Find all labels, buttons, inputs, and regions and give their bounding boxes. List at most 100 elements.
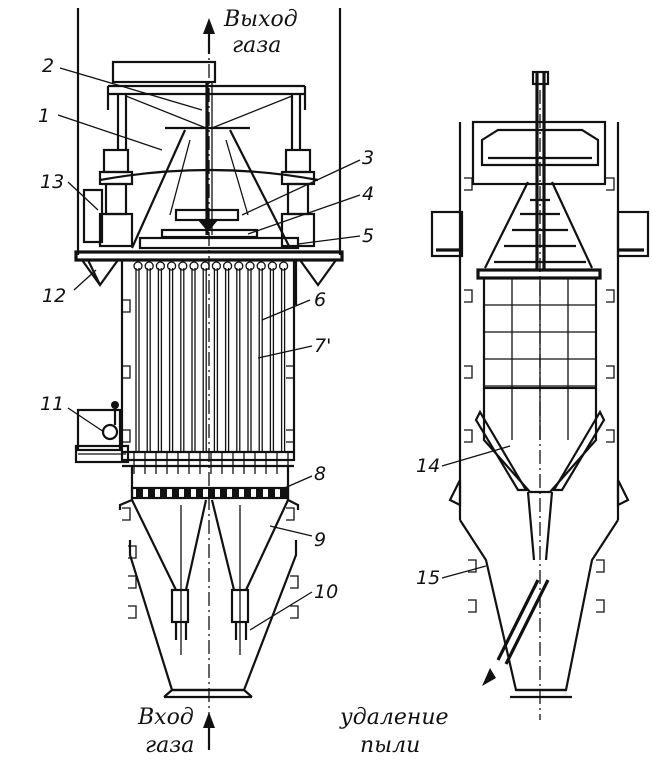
bag-cap [144,261,154,271]
leader-3 [241,159,361,216]
wall-bracket [290,605,299,619]
leader-14 [441,445,511,467]
wall-bracket [464,289,473,303]
leader-11 [67,407,105,433]
bag-cap [256,261,266,271]
cone-right-edge [229,129,291,249]
label-15: 15 [416,567,440,589]
dust-removal-arrow [482,668,496,686]
label-5: 5 [362,225,374,247]
right-top-box [471,120,607,186]
band-block [256,489,263,497]
filter-bags-6 [135,268,286,452]
band-block [220,489,227,497]
leader-8 [279,475,313,491]
bag-caps [133,261,289,271]
baffle-14-right [552,409,606,492]
wall-bracket [606,365,615,379]
caption-gas-outlet-2: газа [232,33,281,58]
band-block [172,489,179,497]
wall-bracket [464,365,473,379]
label-1: 1 [38,105,50,127]
hopper-rim-right [287,499,300,510]
band-block [244,489,251,497]
right-inner-tube [526,491,554,561]
shaker-wedge [198,220,218,232]
leader-4 [247,194,361,235]
leader-15 [441,565,487,579]
leader-13 [67,181,99,211]
label-11: 11 [40,393,64,415]
inlet-flange-l [163,689,173,698]
leader-1 [57,114,163,151]
tray-11 [74,444,130,464]
label-13: 13 [40,171,64,193]
leader-12 [73,269,97,291]
right-top-hood [480,128,600,167]
bag-cap [267,261,278,271]
label-3: 3 [362,147,374,169]
right-mast-cap [531,70,550,86]
wall-bracket [286,365,295,379]
band-block [196,489,203,497]
wall-bracket [596,599,605,613]
bag-cap [178,261,188,271]
leader-10 [249,591,313,631]
leader-7 [257,345,313,359]
discharge-pipe-right [230,588,250,624]
band-block [280,489,287,497]
wall-brackets-right-view [464,177,615,613]
right-cone-outer [484,181,593,269]
wall-bracket [606,429,615,443]
left-bracket-12 [79,258,121,287]
bag-cap [245,261,255,271]
leader-5 [297,235,361,245]
top-drive-box [111,60,217,84]
brace-left [125,95,207,129]
right-bracket [297,258,339,287]
wall-bracket [286,507,295,521]
wall-bracket [122,365,131,379]
left-valve-top [102,148,130,174]
bag-cap [211,261,222,271]
brace-right [211,95,293,129]
right-side-flange-left [430,210,464,258]
label-7: 7' [314,335,331,357]
label-8: 8 [314,463,326,485]
leader-2 [59,67,203,111]
band-block [184,489,191,497]
wall-bracket [606,289,615,303]
bag-cap [222,261,233,271]
label-12: 12 [42,285,66,307]
wall-bracket [290,575,299,589]
small-flange-r [616,479,630,507]
band-block [148,489,155,497]
wall-bracket [464,429,473,443]
bag-cap [278,261,289,271]
right-lower-cone [459,519,619,692]
baffle-14-left [474,409,528,492]
caption-gas-inlet-1: Вход [137,705,194,730]
discharge-pipe-left [170,588,190,624]
caption-gas-inlet-2: газа [145,733,194,758]
wall-bracket [122,299,131,313]
right-side-flange-right [616,210,650,258]
wall-bracket [596,559,605,573]
band-block [160,489,167,497]
gas-inlet-arrow [203,712,215,728]
label-10: 10 [314,581,338,603]
label-9: 9 [314,529,326,551]
right-valve-top [284,148,312,174]
wall-bracket [464,177,473,191]
bag-cap [200,261,210,271]
caption-dust-removal-2: пыли [360,733,420,758]
bag-cap [189,261,199,271]
bag-cap [166,261,177,271]
bag-cap [155,261,166,271]
cone-left-edge [130,129,187,249]
inlet-flange-r [243,689,253,698]
wall-bracket [128,605,137,619]
valve-box-11 [76,408,122,452]
